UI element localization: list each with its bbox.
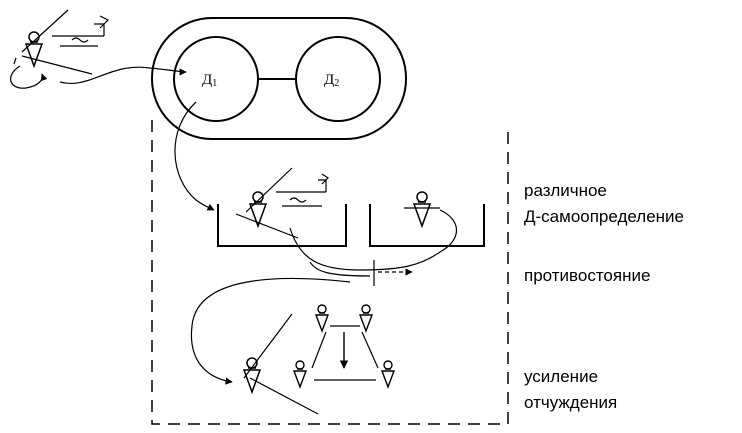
- top-left-person-group: [10, 9, 110, 89]
- box-left: [217, 204, 347, 247]
- tick-mark: [13, 57, 17, 65]
- alienation-group: [243, 304, 395, 415]
- person-figure-icon: [293, 360, 307, 388]
- right-link: [361, 331, 379, 369]
- d2-label: Д2: [324, 72, 339, 89]
- arrow-to-d1: [59, 66, 187, 84]
- reach-line: [245, 167, 293, 213]
- label-self-determination-2: Д-самоопределение: [524, 207, 684, 226]
- label-self-determination-1: различное: [524, 181, 607, 200]
- dyad-container: Д1 Д2: [151, 17, 407, 140]
- box-right: [369, 204, 485, 247]
- sign-frame: [52, 23, 105, 37]
- self-loop-arrow: [10, 65, 48, 89]
- confrontation-line: [309, 261, 371, 277]
- arrow-to-bottom-person: [190, 277, 351, 385]
- wave-arrow-icon: [289, 197, 307, 203]
- dashed-frame: [151, 120, 509, 425]
- base-line: [21, 55, 93, 75]
- sign-frame: [276, 179, 327, 193]
- person-figure-icon: [315, 304, 329, 332]
- box-right-group: [369, 191, 485, 247]
- stadium-outline: [151, 17, 407, 140]
- person-figure-icon: [413, 191, 431, 227]
- reach-line: [243, 313, 293, 379]
- label-alienation-1: усиление: [524, 367, 599, 386]
- wave-arrow-icon: [71, 37, 89, 43]
- bracket-mark: [321, 173, 329, 185]
- base-line: [249, 377, 319, 415]
- d1-label: Д1: [202, 72, 217, 89]
- left-link: [311, 331, 327, 369]
- box-left-group: [217, 167, 347, 247]
- bracket-mark: [99, 15, 110, 29]
- reach-line: [21, 9, 69, 53]
- label-alienation-2: отчуждения: [524, 393, 618, 412]
- loop-connector: [289, 209, 457, 271]
- arrow-to-box-left: [174, 101, 215, 211]
- label-confrontation: противостояние: [524, 266, 651, 285]
- person-figure-icon: [381, 360, 395, 388]
- person-figure-icon: [359, 304, 373, 332]
- base-line: [235, 213, 299, 239]
